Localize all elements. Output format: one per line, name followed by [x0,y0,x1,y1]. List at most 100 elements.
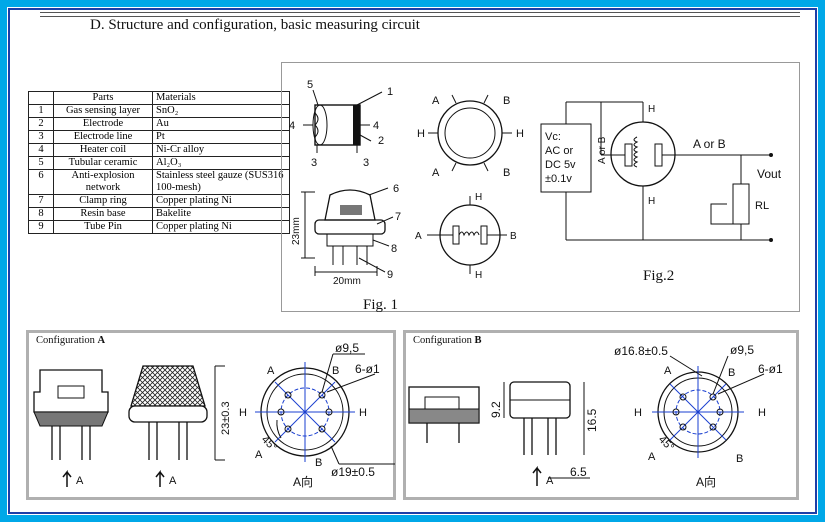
config-a-pin-b-bottom: B [315,457,322,469]
coil-b: B [510,231,517,242]
config-a-pin-a-bottom: A [255,449,263,461]
row-num: 5 [28,156,54,170]
row-num: 7 [28,194,54,208]
row-part: Gas sensing layer [53,104,153,118]
config-b-holes: 6-ø1 [758,362,783,376]
header-num [28,91,54,105]
vc-line-1: Vc: [545,131,561,143]
table-header-row: Parts Materials [28,91,290,105]
figure-box [281,62,800,312]
config-a-height: 23±0.3 [220,401,232,435]
config-a-bottom-view: ø9,5 6-ø1 ø19±0.5 45° A B H H A B A向 [239,341,395,489]
config-b-pin-a-bottom: A [648,451,656,463]
row-material: SnO₂ [152,104,290,118]
coil-h-bottom: H [475,270,482,281]
row-num: 3 [28,130,54,144]
top-rule [40,12,800,17]
section-heading: D. Structure and configuration, basic me… [90,17,420,33]
configuration-a-prefix: Configuration [36,335,98,346]
configuration-b-letter: B [474,335,482,346]
callout-3-right: 3 [363,157,369,169]
callout-3-left: 3 [311,157,317,169]
header-parts: Parts [53,91,153,105]
config-a-pin-h-right: H [359,407,367,419]
row-num: 1 [28,104,54,118]
pin-h-right: H [516,128,524,140]
configuration-b-prefix: Configuration [413,335,475,346]
vout-label: Vout [757,167,782,181]
callout-4-right: 4 [373,120,379,132]
callout-6: 6 [393,183,399,195]
row-part: Tube Pin [53,220,153,234]
callout-2: 2 [378,135,384,147]
circuit-h-bottom: H [648,196,655,207]
row-part: Electrode [53,117,153,131]
a-or-b-right: A or B [693,137,726,151]
config-a-view-label: A向 [293,474,313,489]
callout-9: 9 [387,269,393,281]
row-material: Copper plating Ni [152,194,290,208]
row-num: 8 [28,207,54,221]
config-a-mesh-view: A [128,365,225,487]
pin-layout-top-drawing: A B H H A B [417,94,524,179]
config-a-pin-a-top: A [267,365,275,377]
row-part: Electrode line [53,130,153,144]
callout-7: 7 [395,211,401,223]
row-num: 2 [28,117,54,131]
rl-label: RL [755,200,769,212]
configuration-a-letter: A [97,335,106,346]
config-b-bottom-view: ø16.8±0.5 ø9,5 6-ø1 45° A B H H A B A向 [614,343,783,489]
config-a-side-view: A [33,369,109,487]
dim-20mm: 20mm [333,276,361,287]
row-material: Al₂O₃ [152,156,290,170]
pin-a-top-left: A [432,95,440,107]
vc-line-2: AC or [545,145,573,157]
row-material: Ni-Cr alloy [152,143,290,157]
config-a-diameter: ø19±0.5 [331,465,375,479]
coil-a: A [415,231,422,242]
row-num: 6 [28,169,54,195]
callout-5: 5 [307,79,313,91]
config-b-pin-h-left: H [634,407,642,419]
config-a-pin-h-left: H [239,407,247,419]
callout-8: 8 [391,243,397,255]
sensor-body-drawing: 23mm 20mm 6 7 8 9 [291,183,401,287]
sensing-element-drawing: 5 1 2 4 4 3 3 [289,79,393,169]
callout-1: 1 [387,86,393,98]
row-material: Copper plating Ni [152,220,290,234]
row-num: 4 [28,143,54,157]
config-b-height-16-5: 16.5 [585,408,599,432]
config-b-front-view: 9.2 16.5 6.5 A [489,381,599,487]
fig1-label: Fig. 1 [363,297,399,313]
config-b-pin-b-bottom: B [736,453,743,465]
config-a-holes: 6-ø1 [355,362,380,376]
pin-h-left: H [417,128,425,140]
row-material: Au [152,117,290,131]
page-inner-border [8,8,817,514]
measuring-circuit-drawing: Vc: AC or DC 5v ±0.1v A or B H H A or B … [540,101,782,242]
row-part: Heater coil [53,143,153,157]
config-b-pin-a-top: A [664,365,672,377]
fig2-label: Fig.2 [643,268,675,284]
config-b-width-6-5: 6.5 [570,465,587,479]
row-part: Resin base [53,207,153,221]
config-b-pin-h-right: H [758,407,766,419]
config-b-diameter: ø16.8±0.5 [614,344,668,358]
config-b-pin-b-top: B [728,367,735,379]
vc-line-4: ±0.1v [545,173,572,185]
header-materials: Materials [152,91,290,105]
row-num: 9 [28,220,54,234]
callout-4-left: 4 [289,120,295,132]
config-b-view-label: A向 [696,474,716,489]
config-b-side-view [408,386,480,443]
configuration-a-title: Configuration A [36,335,105,346]
a-or-b-left: A or B [597,136,608,164]
row-material: Stainless steel gauze (SUS316 100-mesh) [152,169,290,195]
